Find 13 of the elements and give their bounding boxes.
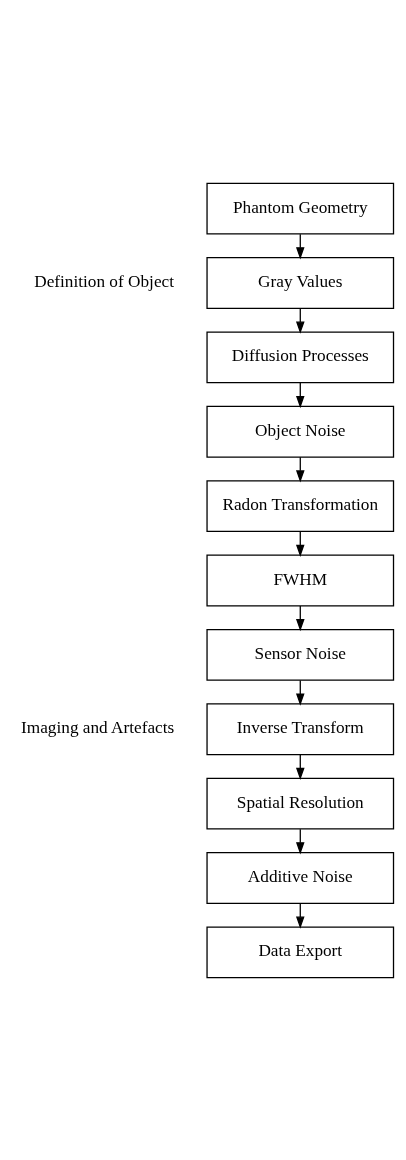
node-box: Diffusion Processes [206,330,395,383]
node-box: Sensor Noise [206,628,395,681]
node-box: Additive Noise [206,851,395,904]
node-box: Inverse Transform [206,702,395,755]
node-box: Gray Values [206,256,395,309]
node-box: Radon Transformation [206,479,395,532]
node-box: Phantom Geometry [206,182,395,235]
node-box: Spatial Resolution [206,777,395,830]
node-box: FWHM [206,554,395,606]
label: Imaging and Artefacts [21,717,175,737]
label: Definition of Object [34,271,174,291]
node-box: Object Noise [206,405,395,458]
node-box: Data Export [206,925,395,978]
